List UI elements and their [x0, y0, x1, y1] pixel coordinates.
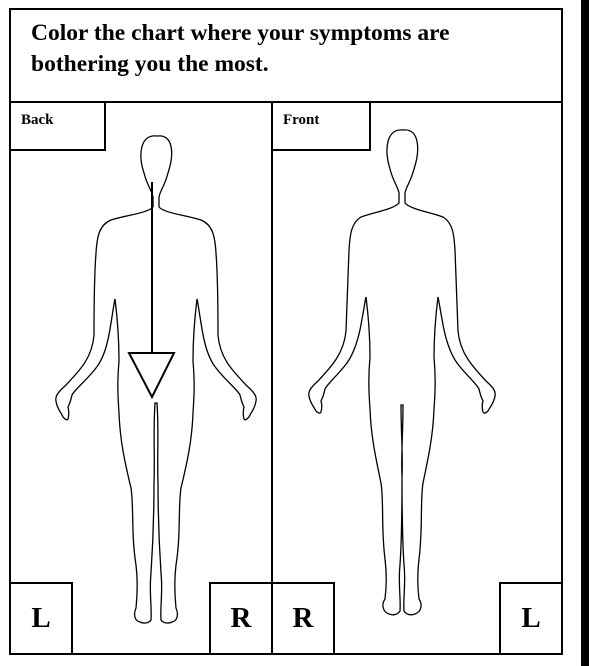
back-left-marker: L: [11, 582, 73, 653]
front-view-label: Front: [273, 103, 371, 151]
body-outline-back-icon[interactable]: [11, 103, 271, 655]
body-chart-form: Color the chart where your symptoms are …: [9, 8, 563, 655]
instruction-header: Color the chart where your symptoms are …: [11, 10, 561, 103]
back-view-label: Back: [11, 103, 106, 151]
front-view-panel[interactable]: Front R L: [273, 103, 561, 653]
instruction-text: Color the chart where your symptoms are …: [31, 18, 543, 80]
front-left-marker: R: [273, 582, 335, 653]
body-outline-front-icon[interactable]: [273, 103, 561, 655]
front-right-marker: L: [499, 582, 561, 653]
page-edge-bar: [581, 0, 589, 666]
back-view-panel[interactable]: Back L R: [11, 103, 273, 653]
back-right-marker: R: [209, 582, 271, 653]
